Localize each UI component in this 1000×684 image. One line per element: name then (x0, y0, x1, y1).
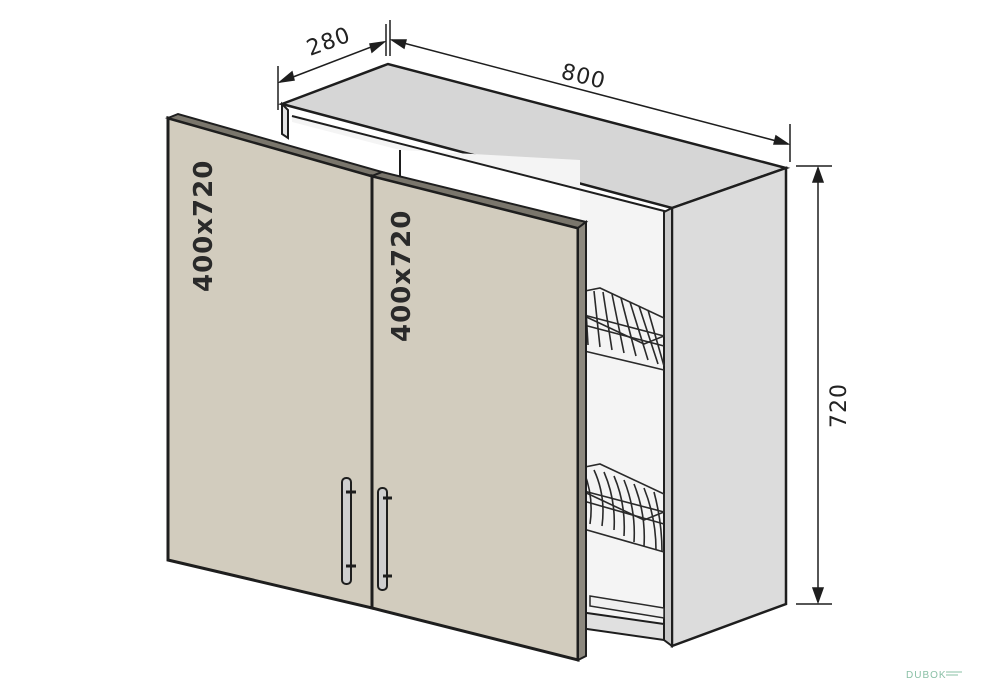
cabinet-right-panel-edge (663, 206, 673, 648)
dimension-width (389, 20, 791, 162)
dimension-height (796, 165, 832, 605)
dimension-width-label: 800 (559, 60, 609, 95)
cabinet-left-side-panel (281, 101, 289, 140)
dimension-height-label: 720 (827, 383, 852, 428)
dimension-depth (277, 24, 387, 110)
drip-tray (589, 595, 665, 619)
cabinet-inner-edge (291, 115, 669, 213)
door-right (368, 170, 589, 662)
watermark-logo: DUBOK (906, 670, 962, 681)
svg-text:DUBOK: DUBOK (906, 670, 947, 681)
cabinet-interior (292, 116, 672, 630)
door-left-size-label: 400x720 (189, 160, 219, 292)
door-handle-right (377, 487, 392, 591)
door-right-size-label: 400x720 (387, 210, 417, 342)
cabinet-right-side-panel (670, 166, 788, 648)
door-handle-left (341, 477, 356, 585)
